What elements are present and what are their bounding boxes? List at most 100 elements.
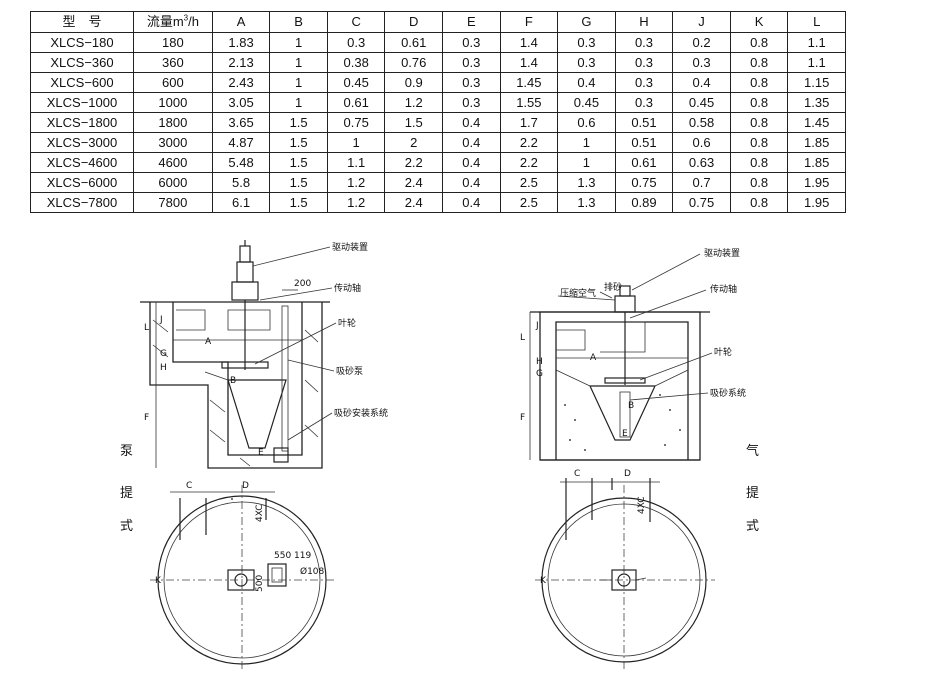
flow-unit-exponent: 3 bbox=[183, 13, 189, 23]
dim-g-label: G bbox=[160, 349, 167, 359]
dimension-cell: 2.5 bbox=[499, 192, 559, 213]
dimension-cell: 1.5 bbox=[269, 192, 328, 213]
dimension-cell: 0.3 bbox=[442, 72, 501, 93]
air-dim-f: F bbox=[520, 413, 525, 423]
dimension-cell: 0.61 bbox=[384, 32, 444, 53]
dimension-cell: 2.2 bbox=[499, 152, 559, 173]
dim-200-label: 200 bbox=[294, 279, 311, 289]
letter-b: B bbox=[230, 376, 236, 386]
dimension-cell: 2.13 bbox=[211, 52, 271, 73]
dimension-cell: 1.5 bbox=[269, 112, 328, 133]
flow-cell: 1800 bbox=[133, 112, 213, 133]
dimension-cell: 0.8 bbox=[729, 192, 789, 213]
dim-j-label: J bbox=[159, 315, 163, 325]
dimension-cell: 5.48 bbox=[211, 152, 271, 173]
plan-letter-d: D bbox=[242, 481, 249, 491]
air-callout-sand-discharge: 排砂 bbox=[604, 281, 622, 293]
flow-cell: 6000 bbox=[133, 172, 213, 193]
air-dim-j: J bbox=[535, 321, 539, 331]
air-callout-drive: 驱动装置 bbox=[704, 247, 740, 259]
air-plan-label-4xc: 4XC bbox=[637, 496, 647, 514]
dimension-cell: 1.95 bbox=[787, 192, 846, 213]
col-header-l: L bbox=[787, 11, 846, 33]
dimension-cell: 1.45 bbox=[787, 112, 846, 133]
callout-drive-unit: 驱动装置 bbox=[332, 241, 368, 253]
dimension-cell: 1.4 bbox=[499, 32, 559, 53]
pump-title-char-2: 提 bbox=[120, 485, 133, 501]
air-dim-l: L bbox=[520, 333, 525, 343]
model-cell: XLCS−7800 bbox=[30, 192, 134, 213]
dim-550-label: 550 bbox=[274, 551, 291, 561]
dimension-cell: 0.3 bbox=[442, 52, 501, 73]
dimension-cell: 0.8 bbox=[729, 52, 789, 73]
dimension-cell: 0.89 bbox=[614, 192, 674, 213]
air-title-char-1: 气 bbox=[746, 443, 759, 459]
dimension-cell: 3.65 bbox=[211, 112, 271, 133]
dimension-cell: 0.75 bbox=[672, 192, 731, 213]
air-title-char-3: 式 bbox=[746, 519, 759, 534]
dimension-cell: 3.05 bbox=[211, 92, 271, 113]
spec-table: 型 号 流量m3/h A B C D E F G H J K L XLCS−18… bbox=[30, 11, 846, 213]
flow-unit-text: 流量m bbox=[146, 14, 184, 29]
dimension-cell: 0.4 bbox=[442, 152, 501, 173]
dimension-cell: 0.8 bbox=[729, 72, 789, 93]
pump-plan-view: C D 4XC K 550 119 Ø108 500 bbox=[150, 481, 335, 672]
air-callout-impeller: 叶轮 bbox=[714, 346, 732, 358]
dimension-cell: 1.85 bbox=[787, 152, 846, 173]
model-cell: XLCS−1800 bbox=[30, 112, 134, 133]
model-cell: XLCS−3000 bbox=[30, 132, 134, 153]
dimension-cell: 0.63 bbox=[672, 152, 731, 173]
flow-cell: 360 bbox=[133, 52, 213, 73]
flow-unit-suffix: /h bbox=[188, 14, 199, 29]
letter-e: E bbox=[258, 448, 264, 458]
callout-impeller: 叶轮 bbox=[338, 317, 356, 329]
air-letter-b: B bbox=[628, 401, 634, 411]
dimension-cell: 1.3 bbox=[557, 192, 616, 213]
air-letter-e: E bbox=[622, 429, 628, 439]
dim-f-label: F bbox=[144, 413, 149, 423]
air-dim-g: G bbox=[536, 369, 543, 379]
model-cell: XLCS−4600 bbox=[30, 152, 134, 173]
dimension-cell: 1.83 bbox=[211, 32, 271, 53]
air-letter-a: A bbox=[590, 353, 597, 363]
dimension-cell: 0.4 bbox=[442, 192, 501, 213]
callout-shaft: 传动轴 bbox=[334, 282, 361, 294]
dimension-cell: 1.5 bbox=[269, 132, 328, 153]
dim-119-label: 119 bbox=[294, 551, 311, 561]
callout-sand-pump: 吸砂泵 bbox=[336, 365, 363, 377]
dimension-cell: 1.5 bbox=[269, 152, 328, 173]
table-header-row: 型 号 流量m3/h A B C D E F G H J K L bbox=[30, 11, 846, 33]
dim-l-label: L bbox=[144, 323, 149, 333]
air-callout-shaft: 传动轴 bbox=[710, 283, 737, 295]
dimension-cell: 1.2 bbox=[326, 172, 386, 193]
pump-title-char-1: 泵 bbox=[120, 444, 133, 459]
model-cell: XLCS−1000 bbox=[30, 92, 134, 113]
air-dim-h: H bbox=[536, 357, 543, 367]
dimension-cell: 2.2 bbox=[499, 132, 559, 153]
pump-title-char-3: 式 bbox=[120, 519, 133, 534]
plan-label-4xc: 4XC bbox=[255, 504, 265, 522]
plan-letter-c: C bbox=[186, 481, 192, 491]
callout-pump-install: 吸砂安装系统 bbox=[334, 407, 388, 419]
dimension-cell: 0.3 bbox=[614, 92, 674, 113]
dimension-cell: 1.85 bbox=[787, 132, 846, 153]
flow-cell: 3000 bbox=[133, 132, 213, 153]
air-section-view: L J G H F A B E 驱动装置 压缩空气 排砂 传动轴 叶轮 吸砂系统 bbox=[520, 247, 746, 461]
letter-a: A bbox=[205, 337, 212, 347]
dimension-cell: 1.2 bbox=[384, 92, 444, 113]
dimension-cell: 0.3 bbox=[442, 32, 501, 53]
dimension-cell: 0.75 bbox=[326, 112, 386, 133]
air-plan-letter-d: D bbox=[624, 469, 631, 479]
flow-cell: 4600 bbox=[133, 152, 213, 173]
dimension-cell: 0.75 bbox=[614, 172, 674, 193]
dimension-cell: 2.4 bbox=[384, 192, 444, 213]
dimension-cell: 0.51 bbox=[614, 112, 674, 133]
dimension-cell: 0.45 bbox=[557, 92, 616, 113]
